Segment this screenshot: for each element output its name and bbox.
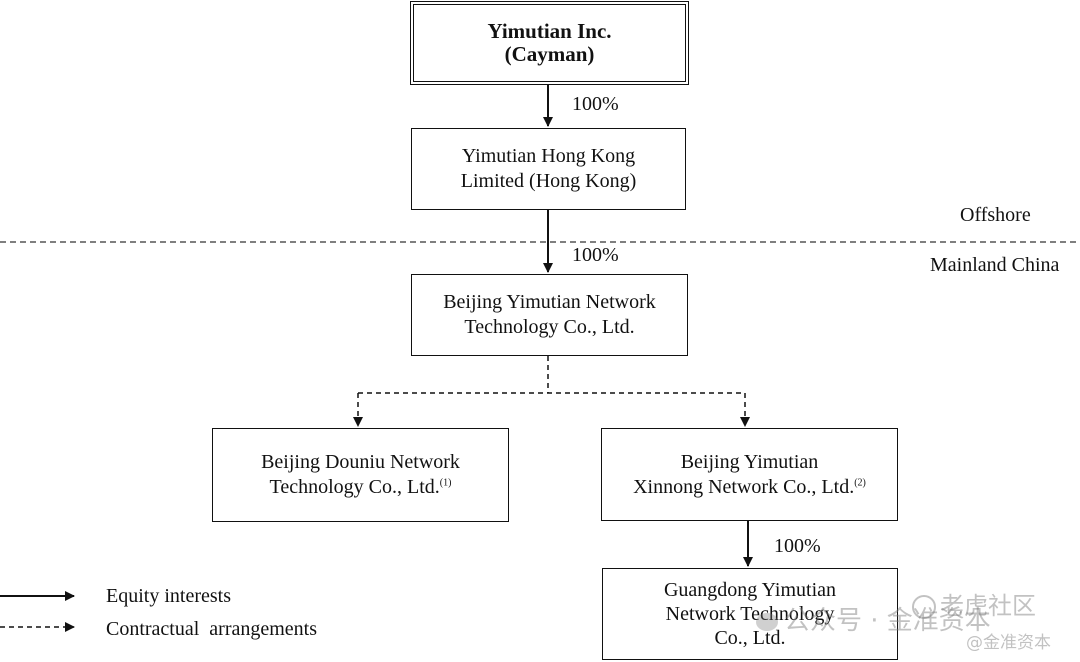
region-label-mainland: Mainland China xyxy=(930,254,1060,276)
node-cayman-line2: (Cayman) xyxy=(504,42,595,66)
node-douniu-line2: Technology Co., Ltd.(1) xyxy=(269,476,452,498)
node-hk-line2: Limited (Hong Kong) xyxy=(460,170,637,192)
watermark-wechat-text: 公众号 · 金准资本 xyxy=(756,600,991,637)
node-guangdong-line1: Guangdong Yimutian xyxy=(663,579,837,601)
node-guangdong-yimutian: Guangdong Yimutian Network Technology Co… xyxy=(602,568,898,660)
node-beijing-douniu: Beijing Douniu Network Technology Co., L… xyxy=(212,428,509,522)
node-yimutian-hongkong: Yimutian Hong Kong Limited (Hong Kong) xyxy=(411,128,686,210)
legend-contract-label: Contractual arrangements xyxy=(106,618,318,640)
node-yimutian-cayman: Yimutian Inc. (Cayman) xyxy=(410,1,689,85)
edge-label-xinnong-guangdong: 100% xyxy=(774,535,821,557)
node-beijing-line1: Beijing Yimutian Network xyxy=(443,291,656,313)
node-xinnong-line2: Xinnong Network Co., Ltd.(2) xyxy=(633,475,866,498)
watermark-community-text: 老虎社区 xyxy=(912,586,1036,621)
legend-equity-label: Equity interests xyxy=(106,585,231,607)
node-beijing-xinnong: Beijing Yimutian Xinnong Network Co., Lt… xyxy=(601,428,898,521)
node-xinnong-line1: Beijing Yimutian xyxy=(680,450,819,473)
footnote-marker-2: (2) xyxy=(854,476,866,488)
node-hk-line1: Yimutian Hong Kong xyxy=(461,145,636,167)
node-douniu-line1: Beijing Douniu Network xyxy=(261,451,460,473)
tiger-icon xyxy=(912,595,936,619)
edge-label-hk-beijing: 100% xyxy=(572,244,619,266)
node-guangdong-line2: Network Technology xyxy=(665,603,835,625)
watermark-handle-text: @金准资本 xyxy=(966,633,1051,653)
footnote-marker-1: (1) xyxy=(439,477,452,489)
node-beijing-line2: Technology Co., Ltd. xyxy=(464,316,635,338)
node-guangdong-line3: Co., Ltd. xyxy=(714,627,786,649)
wechat-icon xyxy=(756,612,778,631)
edge-label-cayman-hk: 100% xyxy=(572,93,619,115)
node-beijing-yimutian: Beijing Yimutian Network Technology Co.,… xyxy=(411,274,688,356)
region-label-offshore: Offshore xyxy=(960,204,1031,226)
node-cayman-line1: Yimutian Inc. xyxy=(487,19,612,43)
